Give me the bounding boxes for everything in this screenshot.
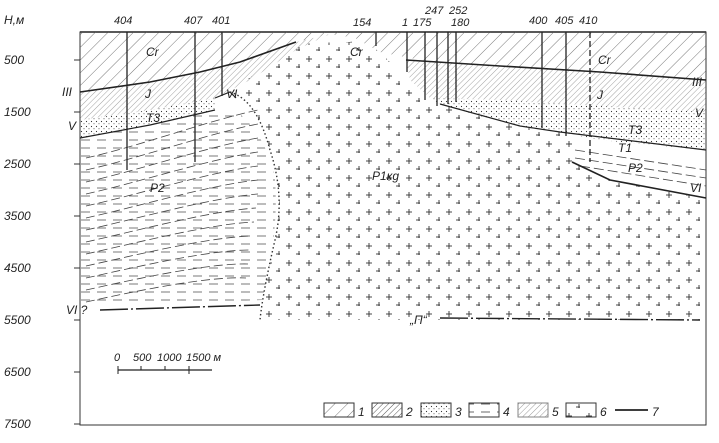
scale-tick-500: 500 bbox=[133, 352, 152, 364]
scale-tick-1000: 1000 bbox=[157, 352, 182, 364]
horizon-vi-right: VI bbox=[690, 181, 702, 195]
unit-cr-mid: Cr bbox=[350, 45, 364, 59]
unit-p2-left: P2 bbox=[150, 181, 165, 195]
well-400: 400 bbox=[529, 15, 548, 27]
fold-line bbox=[85, 207, 257, 243]
fold-line bbox=[85, 109, 259, 159]
fold-lines bbox=[85, 109, 259, 303]
fold-line bbox=[85, 151, 259, 195]
well-154: 154 bbox=[353, 17, 371, 29]
axis-title: H,м bbox=[4, 13, 24, 27]
fold-line bbox=[85, 249, 251, 279]
legend-swatch-6 bbox=[565, 402, 597, 418]
legend-label-6: 6 bbox=[600, 405, 607, 419]
scale-tick-0: 0 bbox=[114, 352, 121, 364]
legend-swatch-4 bbox=[468, 402, 500, 418]
legend-label-2: 2 bbox=[405, 405, 413, 419]
legend-swatch-1 bbox=[323, 402, 355, 418]
depth-tick-label: 5500 bbox=[4, 313, 31, 327]
unit-cr-right: Cr bbox=[598, 53, 612, 67]
fold-line bbox=[85, 137, 259, 183]
depth-tick-label: 7500 bbox=[4, 417, 31, 431]
well-1: 1 bbox=[402, 17, 408, 29]
horizon-v-left: V bbox=[68, 119, 77, 133]
well-247: 247 bbox=[424, 5, 444, 17]
layer-j-left bbox=[80, 34, 330, 120]
unit-j-left: J bbox=[144, 87, 152, 101]
legend-swatch-3 bbox=[420, 402, 452, 418]
unit-t3-left: T3 bbox=[146, 111, 160, 125]
well-175: 175 bbox=[413, 17, 432, 29]
well-252: 252 bbox=[448, 5, 467, 17]
legend: 1 2 3 4 5 6 7 bbox=[323, 402, 660, 419]
horizon-vi-q: VI ? bbox=[66, 303, 88, 317]
legend-swatch-5 bbox=[517, 402, 549, 418]
well-407: 407 bbox=[184, 15, 203, 27]
horizon-v-right: V bbox=[695, 106, 704, 120]
depth-tick-label: 500 bbox=[4, 53, 24, 67]
fold-line bbox=[85, 235, 253, 267]
well-lines bbox=[126, 32, 591, 170]
fold-line bbox=[85, 123, 259, 171]
scale-bar: 0 500 1000 1500 м bbox=[114, 352, 222, 374]
layer-p2-left bbox=[80, 110, 276, 305]
fold-line bbox=[85, 221, 255, 255]
well-410: 410 bbox=[579, 15, 598, 27]
unit-t1-right: T1 bbox=[618, 141, 632, 155]
horizon-lines bbox=[79, 41, 707, 321]
p2-right-lines bbox=[574, 149, 707, 187]
legend-label-1: 1 bbox=[358, 405, 365, 419]
scale-tick-1500: 1500 м bbox=[186, 352, 222, 364]
fold-line bbox=[85, 193, 259, 231]
unit-labels: Cr Cr Cr J J T3 T3 T1 P2 P2 P1кg „П“ bbox=[144, 45, 643, 327]
depth-tick-label: 1500 bbox=[4, 105, 31, 119]
unit-p1kg: P1кg bbox=[372, 169, 399, 183]
horizon-iii-right: III bbox=[692, 75, 703, 89]
layer-j-right bbox=[406, 60, 706, 112]
well-405: 405 bbox=[555, 15, 574, 27]
depth-tick-label: 4500 bbox=[4, 261, 31, 275]
unit-t3-right: T3 bbox=[628, 123, 642, 137]
depth-tick-label: 3500 bbox=[4, 209, 31, 223]
well-180: 180 bbox=[451, 17, 470, 29]
depth-tick-label: 6500 bbox=[4, 365, 31, 379]
unit-cr-left: Cr bbox=[146, 45, 160, 59]
legend-label-3: 3 bbox=[455, 405, 462, 419]
horizon-labels: III III V V VI VI VI ? bbox=[62, 75, 704, 317]
unit-j-right: J bbox=[596, 88, 604, 102]
well-labels: 404 407 401 154 1 175 247 252 180 400 40… bbox=[114, 5, 598, 29]
legend-label-5: 5 bbox=[552, 405, 559, 419]
depth-axis: H,м 500 1500 2500 3500 4500 5500 6500 7500 bbox=[3, 13, 81, 431]
layer-cr bbox=[80, 32, 706, 92]
fold-line bbox=[85, 179, 259, 219]
legend-swatch-2 bbox=[371, 402, 403, 418]
legend-label-4: 4 bbox=[503, 405, 510, 419]
depth-tick-label: 2500 bbox=[3, 157, 31, 171]
well-404: 404 bbox=[114, 15, 132, 27]
unit-p2-right: P2 bbox=[628, 161, 643, 175]
fold-line bbox=[85, 277, 247, 303]
fold-line bbox=[85, 263, 249, 291]
legend-label-7: 7 bbox=[652, 405, 660, 419]
fold-line bbox=[85, 165, 259, 207]
well-401: 401 bbox=[212, 15, 230, 27]
layer-t3-left bbox=[80, 98, 215, 138]
horizon-vi-mid: VI bbox=[226, 87, 238, 101]
layer-t3-right bbox=[430, 98, 706, 150]
unit-p-quoted: „П“ bbox=[409, 313, 428, 327]
horizon-iii-left: III bbox=[62, 85, 73, 99]
granite-massif bbox=[230, 40, 706, 320]
